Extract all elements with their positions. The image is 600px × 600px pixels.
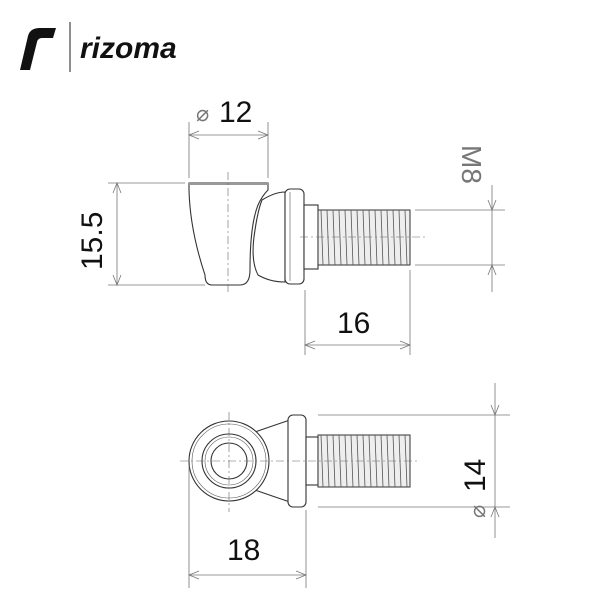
flange <box>284 188 305 285</box>
thread-line <box>374 209 378 266</box>
thread-line <box>386 209 390 266</box>
thread-line <box>380 434 384 488</box>
label-diameter-12: 12 <box>219 96 252 129</box>
logo-r-mark <box>20 28 56 70</box>
rizoma-logo: rizoma <box>20 22 177 72</box>
label-height-15-5: 15.5 <box>76 212 109 270</box>
thread-line <box>362 209 366 266</box>
label-thread-m8: M8 <box>456 145 487 184</box>
diameter-symbol-14: ⌀ <box>465 505 490 518</box>
thread-line <box>320 209 324 266</box>
brand-name: rizoma <box>80 32 177 65</box>
diameter-symbol: ⌀ <box>196 101 209 126</box>
thread-line <box>350 209 354 266</box>
side-view: ⌀ 12 15.5 M8 16 <box>76 96 505 355</box>
thread-line <box>332 434 336 488</box>
thread-line <box>392 209 396 266</box>
thread-line <box>344 209 348 266</box>
thread-line <box>338 209 342 266</box>
thread-line <box>404 209 408 266</box>
thread-line <box>356 209 360 266</box>
eye-body <box>188 182 269 286</box>
thread-line <box>398 209 402 266</box>
label-flange-14: 14 <box>459 459 492 492</box>
label-thread-length-16: 16 <box>337 307 370 340</box>
thread-line <box>368 434 372 488</box>
thread-line <box>320 434 324 488</box>
label-width-18: 18 <box>227 534 260 567</box>
thread-line <box>326 209 330 266</box>
thread-line <box>368 209 372 266</box>
top-view: 14 ⌀ 18 <box>180 383 510 588</box>
thread-line <box>332 209 336 266</box>
thread-line <box>380 209 384 266</box>
neck <box>252 191 286 283</box>
